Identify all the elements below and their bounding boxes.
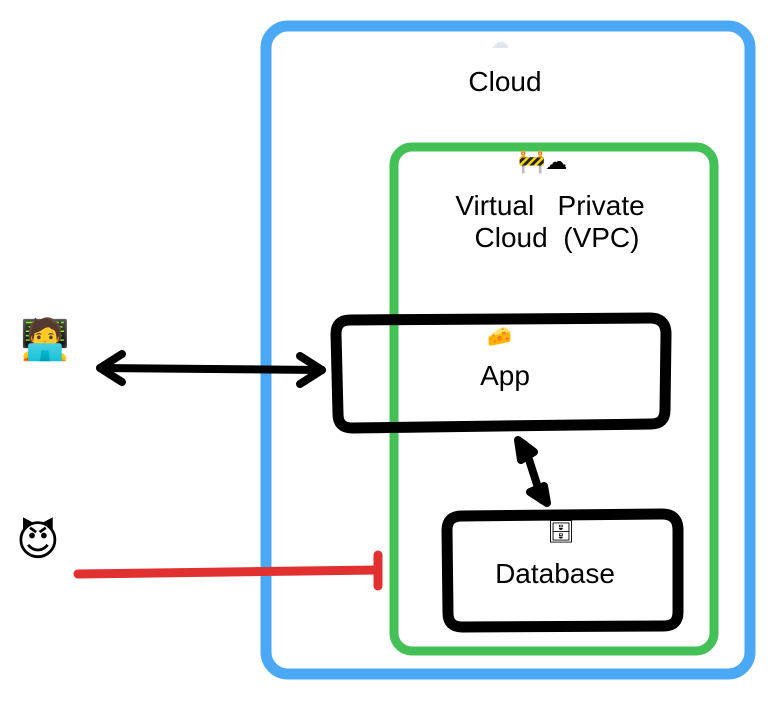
database-label: Database — [495, 558, 615, 589]
cloud-icon: ☁ — [491, 32, 509, 53]
app-database-arrow — [514, 436, 551, 507]
cloud-boundary — [260, 20, 756, 680]
file-cabinet-icon: 🗄 — [547, 520, 575, 545]
construction-barrier-cloud-icon: 🚧☁ — [518, 150, 568, 175]
vpc-boundary — [389, 142, 719, 656]
cloud-label: Cloud — [468, 66, 542, 97]
app-label: App — [480, 360, 530, 391]
smiling-devil-icon: 😈 — [16, 516, 60, 565]
vpc-label: Virtual Private Cloud (VPC) — [430, 190, 670, 254]
technologist-icon: 🧑‍💻 — [20, 317, 70, 363]
vpc-label-line1: Virtual Private — [455, 190, 645, 221]
attacker-blocked-line — [73, 550, 383, 591]
app-box — [330, 312, 672, 434]
cheese-icon: 🧀 — [487, 324, 512, 348]
database-box — [441, 508, 684, 633]
user-app-arrow — [96, 350, 326, 388]
vpc-label-line2: Cloud (VPC) — [474, 222, 640, 254]
